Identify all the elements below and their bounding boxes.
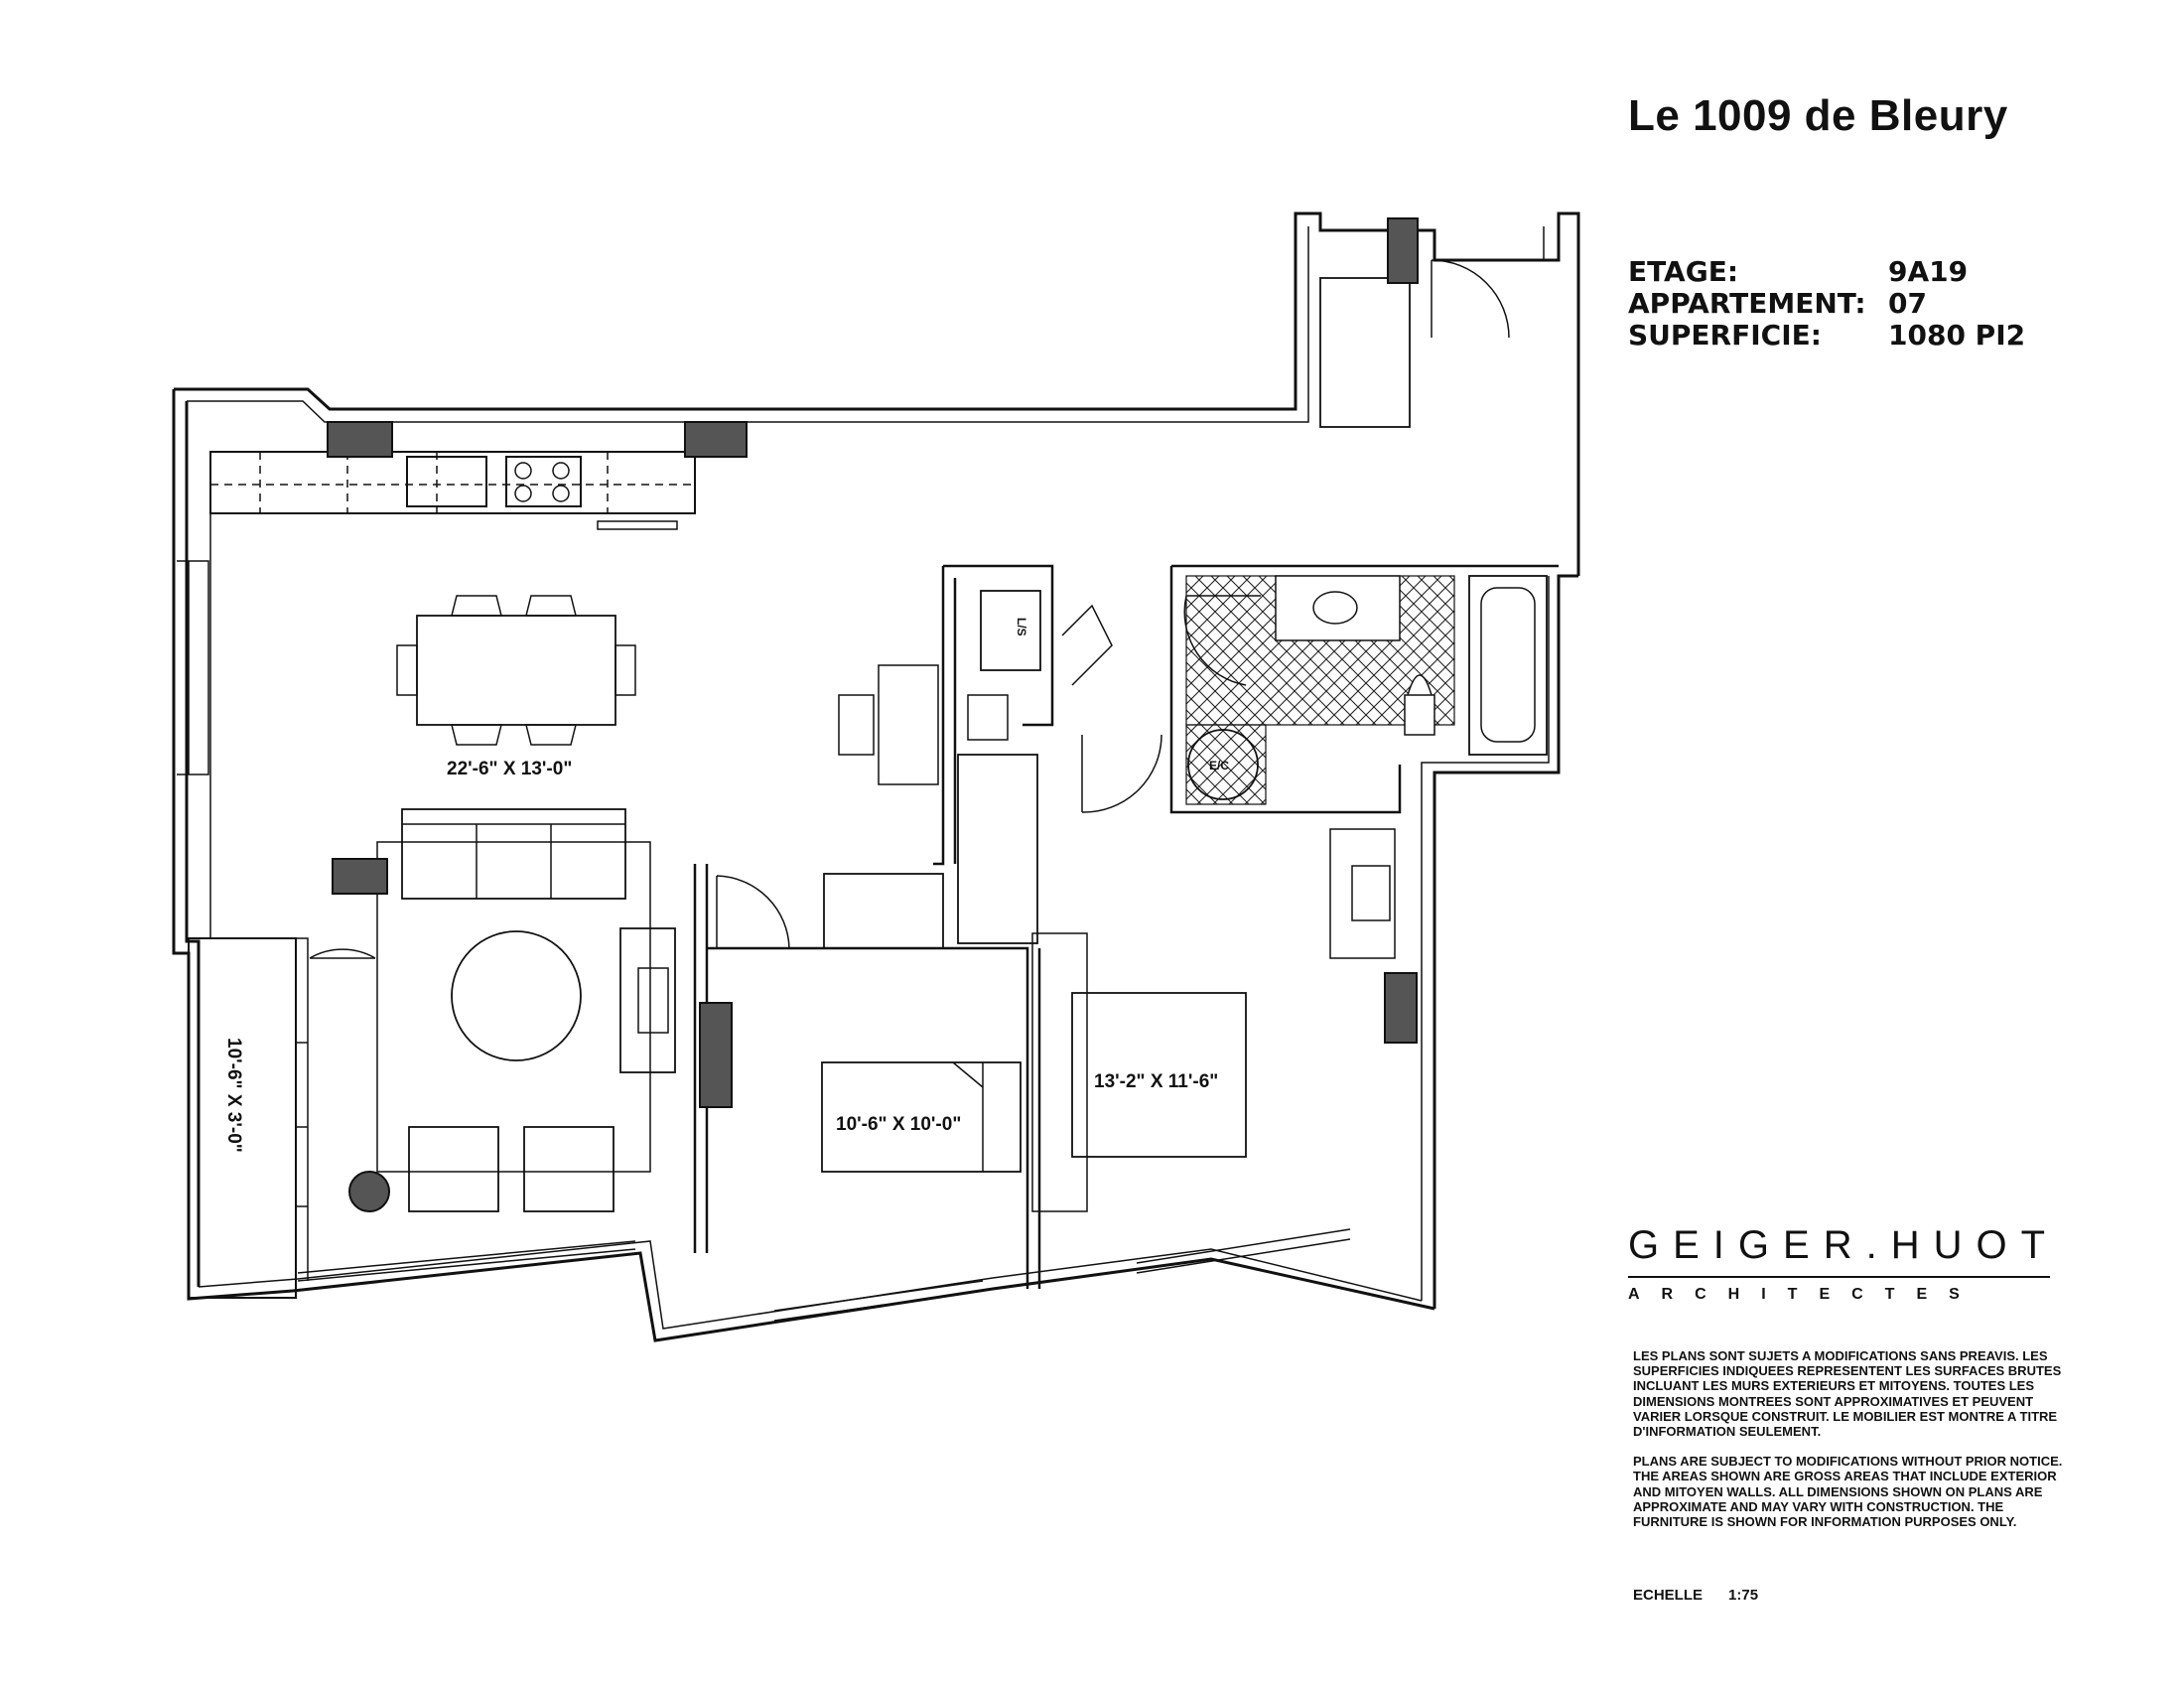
architect-logo: GEIGER.HUOT ARCHITECTES [1628, 1223, 2055, 1304]
balcony-dimensions: 10'-6" X 3'-0" [223, 1038, 244, 1153]
toilet [1404, 674, 1435, 736]
vanity-sink [1312, 591, 1358, 625]
south-window-2 [773, 1280, 984, 1322]
outer-wall [174, 211, 1580, 576]
sofa [401, 808, 626, 900]
area-row: SUPERFICIE: 1080 PI2 [1628, 320, 2045, 352]
master-bed [1071, 992, 1247, 1158]
project-title: Le 1009 de Bleury [1628, 91, 2008, 140]
unit-value: 07 [1888, 287, 1927, 320]
dishwasher-door [597, 520, 678, 530]
column [1387, 217, 1419, 284]
desk [878, 664, 939, 785]
master-dresser [1329, 828, 1396, 959]
unit-label: APPARTEMENT: [1628, 287, 1866, 320]
scale: ECHELLE 1:75 [1633, 1587, 1784, 1604]
disclaimers: LES PLANS SONT SUJETS A MODIFICATIONS SA… [1633, 1348, 2070, 1544]
scale-value: 1:75 [1728, 1587, 1759, 1604]
closet-bifold [1061, 604, 1113, 686]
burner [514, 485, 532, 502]
round-column [348, 1171, 390, 1212]
sink [406, 456, 487, 507]
hall-closet [957, 754, 1038, 944]
master-nightstand [1031, 932, 1088, 1212]
floor-row: ETAGE: 9A19 [1628, 256, 2045, 288]
burner [552, 485, 570, 502]
bedroom2-nightstand [952, 1061, 984, 1172]
armchair [523, 1126, 614, 1212]
entry-closet [1319, 277, 1411, 428]
bathroom-door [1183, 595, 1261, 686]
south-wall [187, 1231, 1435, 1342]
armchair [408, 1126, 499, 1212]
tv [637, 967, 669, 1034]
cooktop [505, 456, 582, 507]
unit-row: APPARTEMENT: 07 [1628, 288, 2045, 320]
water-heater [1187, 729, 1259, 800]
area-label: SUPERFICIE: [1628, 319, 1822, 352]
east-wall-inner [1421, 576, 1550, 1301]
column [327, 421, 393, 458]
sofa-cushions [402, 823, 625, 899]
area-value: 1080 PI2 [1888, 319, 2026, 352]
column [684, 421, 748, 458]
dining-chairs [396, 595, 636, 746]
burner [552, 462, 570, 480]
rug [376, 841, 651, 1173]
vanity [1275, 575, 1401, 641]
master-dimensions: 13'-2" X 11'-6" [1094, 1071, 1218, 1092]
washer-dryer [980, 590, 1041, 671]
logo-sub-text: ARCHITECTES [1628, 1286, 1981, 1303]
desk-chair [838, 694, 875, 756]
column [332, 858, 388, 895]
bedroom2-dimensions: 10'-6" X 10'-0" [836, 1114, 961, 1135]
bedroom2-wall [693, 864, 1041, 1289]
hall-cabinet [967, 694, 1009, 741]
water-heater-label: E/C [1209, 759, 1229, 773]
scale-label: ECHELLE [1633, 1587, 1704, 1604]
logo-main-text: GEIGER.HUOT [1628, 1223, 2060, 1267]
bedroom2-closet [823, 873, 944, 949]
balcony-outline [188, 937, 297, 1299]
outer-wall-inner-line [187, 226, 1545, 423]
bedroom2-door [716, 875, 790, 949]
floor-label: ETAGE: [1628, 255, 1739, 288]
entry-door [1431, 259, 1510, 339]
bathtub-inner [1480, 587, 1536, 743]
floor-value: 9A19 [1888, 255, 1969, 288]
kitchen-counter [209, 451, 696, 514]
disclaimer-en: PLANS ARE SUBJECT TO MODIFICATIONS WITHO… [1633, 1454, 2063, 1530]
south-window-3 [1136, 1228, 1351, 1274]
west-wall [172, 389, 201, 1299]
balcony-door [309, 948, 376, 959]
unit-info: ETAGE: 9A19 APPARTEMENT: 07 SUPERFICIE: … [1628, 256, 2045, 352]
west-window [177, 560, 209, 775]
south-window-1 [297, 1240, 636, 1282]
balcony-rail [296, 937, 309, 1281]
washer-dryer-label: L/S [1015, 618, 1028, 636]
master-dresser-tv [1351, 865, 1391, 921]
bedroom2-bed [821, 1061, 1022, 1173]
tv-console [619, 927, 676, 1073]
bathroom-wall [1169, 564, 1559, 814]
bathtub [1468, 575, 1548, 756]
laundry-wall [933, 564, 1054, 866]
hall-door [1081, 734, 1162, 813]
east-wall [1433, 574, 1578, 1309]
coffee-table [451, 930, 582, 1061]
living-dimensions: 22'-6" X 13'-0" [447, 759, 572, 779]
counter-dash [210, 452, 695, 513]
column [699, 1002, 733, 1108]
dining-table [416, 615, 616, 726]
south-wall-inner [198, 1240, 1423, 1330]
burner [514, 462, 532, 480]
disclaimer-fr: LES PLANS SONT SUJETS A MODIFICATIONS SA… [1633, 1348, 2062, 1440]
column [1384, 972, 1418, 1044]
logo-rule [1628, 1276, 2050, 1278]
